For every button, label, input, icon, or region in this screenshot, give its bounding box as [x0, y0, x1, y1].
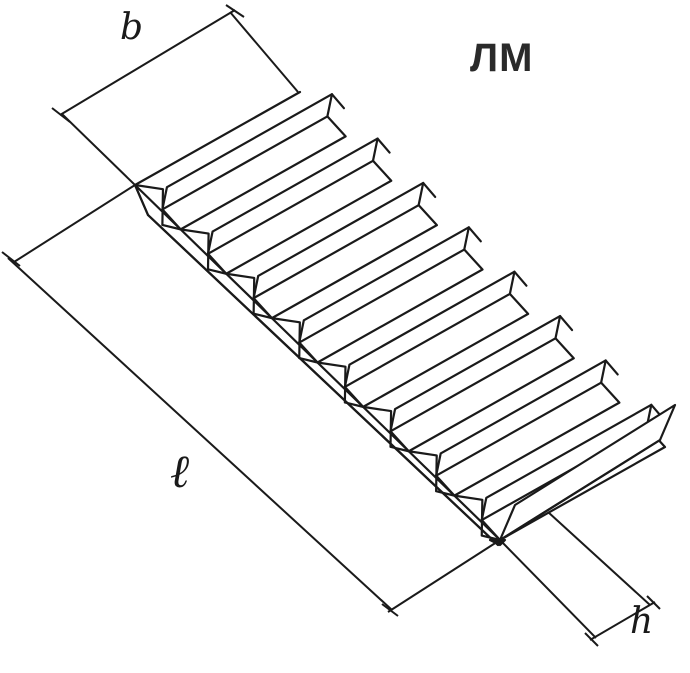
stair-flight	[133, 90, 677, 547]
extension-line-b-right	[229, 11, 299, 93]
extension-line-h-right	[547, 511, 651, 606]
extension-line-h-left	[499, 539, 597, 639]
step-nosing	[513, 270, 528, 287]
dimension-l-line	[7, 257, 393, 611]
steps	[161, 93, 667, 542]
step-riser	[252, 204, 438, 320]
dimension-b-line	[59, 9, 236, 116]
extension-line-l-top	[13, 184, 136, 263]
dimension-l	[1, 184, 501, 617]
step-riser	[343, 292, 530, 408]
dimension-l-tick-top	[1, 251, 21, 267]
dimension-h-tick-right	[646, 595, 661, 610]
dimension-b-label: b	[120, 7, 144, 48]
flight-start-edge	[133, 183, 150, 217]
dimension-b	[51, 4, 299, 186]
step-riser	[206, 159, 393, 275]
step-riser	[435, 381, 621, 497]
step-riser	[161, 115, 347, 231]
dimension-h	[499, 511, 661, 647]
dimension-h-label: h	[630, 601, 654, 642]
flight-bottom-edge	[146, 213, 500, 547]
dimension-h-line	[589, 601, 656, 641]
extension-line-b-left	[61, 113, 136, 186]
step-nosing	[422, 181, 437, 199]
step-riser	[389, 337, 575, 453]
flight-end-bottom-edge	[498, 438, 662, 542]
extension-line-l-bottom	[387, 539, 501, 613]
side-profile	[133, 183, 502, 542]
flight-top-edge	[133, 90, 302, 187]
step-nosing	[604, 359, 619, 376]
flight-underside	[133, 183, 502, 547]
step-nosing	[467, 226, 482, 243]
dimension-b-tick-right	[225, 4, 245, 18]
step-riser	[298, 248, 484, 364]
step-nosing	[558, 314, 574, 332]
step-nosing	[376, 137, 391, 154]
dimension-h-tick-left	[584, 632, 599, 647]
dimension-l-label: ℓ	[170, 444, 190, 498]
drawing-title: ЛМ	[470, 36, 534, 80]
step-nosing	[330, 93, 346, 110]
